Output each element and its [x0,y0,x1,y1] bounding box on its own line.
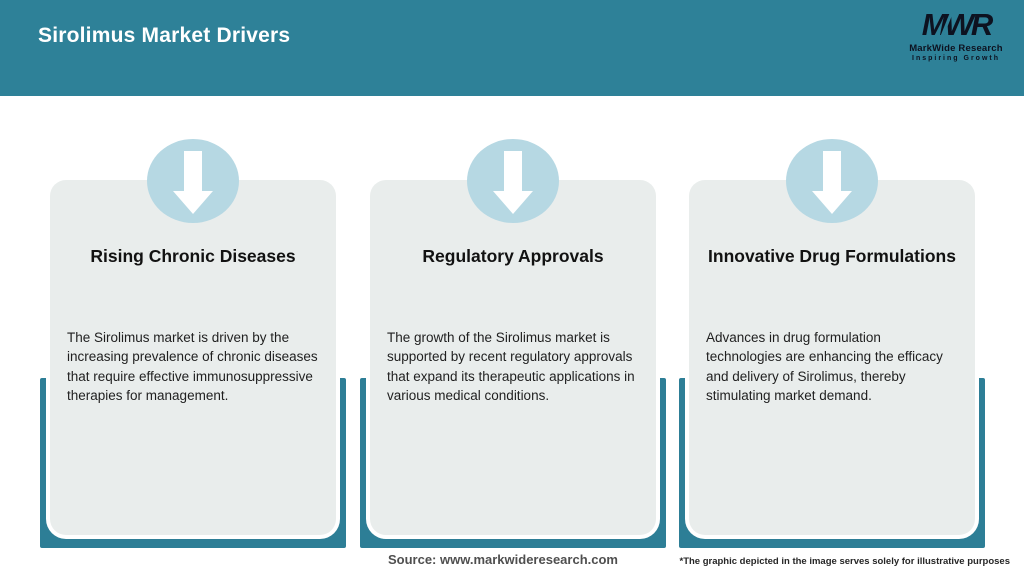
card-title: Regulatory Approvals [422,246,604,266]
arrow-down-icon [173,151,213,214]
source-credit: Source: www.markwideresearch.com [387,552,618,567]
card-body: The Sirolimus market is driven by the in… [67,330,318,403]
page-title: Sirolimus Market Drivers [38,24,291,47]
card-body: The growth of the Sirolimus market is su… [387,330,635,403]
driver-card-rising-chronic-diseases: Rising Chronic Diseases The Sirolimus ma… [50,139,336,535]
arrow-circle-badge [786,139,878,223]
logo-tagline: Inspiring Growth [912,55,1000,62]
arrow-circle-badge [147,139,239,223]
driver-card-regulatory-approvals: Regulatory Approvals The growth of the S… [370,139,656,535]
driver-card-innovative-drug-formulations: Innovative Drug Formulations Advances in… [689,139,975,535]
card-title: Innovative Drug Formulations [708,246,956,266]
card-title: Rising Chronic Diseases [90,246,296,266]
header-bar: Sirolimus Market Drivers MWR MarkWide Re… [0,0,1024,96]
brand-logo: MWR MarkWide Research Inspiring Growth [906,8,1006,63]
arrow-circle-badge [467,139,559,223]
logo-monogram: MWR [921,7,993,42]
arrow-down-icon [812,151,852,214]
logo-company-name: MarkWide Research [909,43,1003,54]
arrow-down-icon [493,151,533,214]
card-body: Advances in drug formulation technologie… [706,330,943,403]
logo-monogram-wrap: MWR [906,8,1006,42]
disclaimer-note: *The graphic depicted in the image serve… [679,556,1011,567]
